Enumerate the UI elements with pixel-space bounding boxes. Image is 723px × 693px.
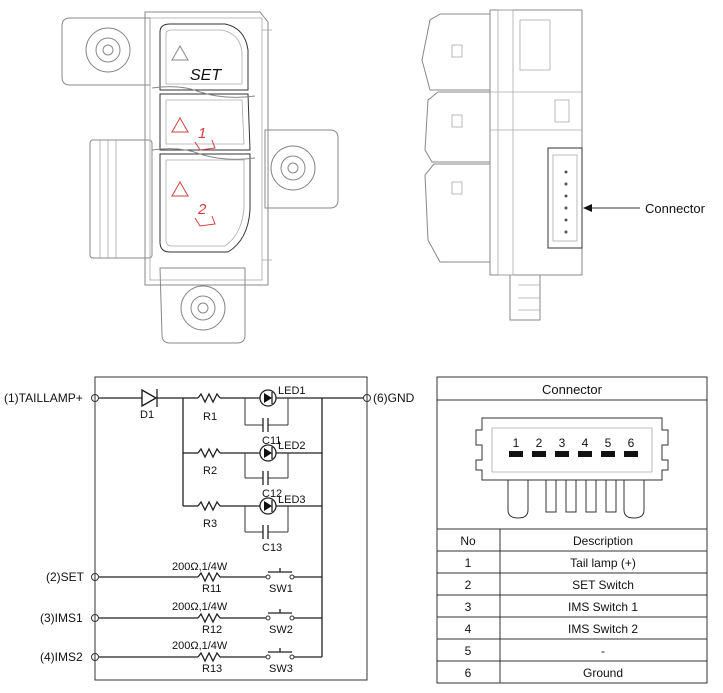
switch-label: SW2 <box>269 624 293 636</box>
connector-table-title: Connector <box>542 382 603 397</box>
connector-table: Connector 1 2 3 4 5 6 <box>436 376 708 684</box>
set-button-label: SET <box>190 67 222 84</box>
resistor-label: R2 <box>203 465 217 477</box>
port-label: (4)IMS2 <box>40 650 83 664</box>
resistor-rating: 200Ω,1/4W <box>172 640 228 652</box>
led-label: LED1 <box>278 385 306 397</box>
resistor-label: R12 <box>202 624 222 636</box>
table-cell-desc: - <box>601 644 605 658</box>
resistor-symbol <box>197 612 221 624</box>
table-cell-no: 6 <box>465 666 472 680</box>
table-cell-desc: IMS Switch 1 <box>568 600 638 614</box>
port-label: (1)TAILLAMP+ <box>4 391 83 405</box>
resistor-label: R1 <box>203 411 217 423</box>
led-label: LED3 <box>278 494 306 506</box>
pin-number: 6 <box>628 436 635 450</box>
table-cell-no: 1 <box>465 556 472 570</box>
pin-number: 3 <box>559 436 566 450</box>
resistor-rating: 200Ω,1/4W <box>172 601 228 613</box>
resistor-symbol <box>197 500 221 512</box>
seat-icon <box>194 215 216 227</box>
switch-label: SW3 <box>269 663 293 675</box>
switch-side-view: Connector <box>421 9 706 321</box>
table-cell-no: 4 <box>465 622 472 636</box>
resistor-label: R3 <box>203 518 217 530</box>
table-cell-desc: Tail lamp (+) <box>570 556 636 570</box>
capacitor-label: C11 <box>262 435 281 447</box>
port-label: (6)GND <box>373 391 415 405</box>
led-label: LED2 <box>278 440 306 452</box>
terminal-set <box>91 573 99 581</box>
circuit-diagram: (1)TAILLAMP+ (2)SET (3)IMS1 (4)IMS2 (6)G… <box>4 376 415 681</box>
mounting-screw-right <box>270 145 316 191</box>
resistor-label: R11 <box>202 583 221 595</box>
terminal-taillamp <box>91 394 99 402</box>
connector-callout-label: Connector <box>645 201 706 216</box>
resistor-symbol <box>197 651 221 663</box>
warning-icon <box>171 180 189 197</box>
port-label: (3)IMS1 <box>40 611 83 625</box>
terminal-ims2 <box>91 653 99 661</box>
resistor-symbol <box>197 571 221 583</box>
warning-icon <box>171 116 189 133</box>
table-cell-desc: Ground <box>583 666 623 680</box>
resistor-symbol <box>197 447 221 459</box>
memory-2-label: 2 <box>197 201 207 218</box>
switch-front-view: SET 1 2 <box>61 11 339 344</box>
port-label: (2)SET <box>46 570 85 584</box>
pin-number: 2 <box>536 436 543 450</box>
seat-icon <box>194 139 216 151</box>
mounting-screw-top-left <box>85 27 131 73</box>
resistor-rating: 200Ω,1/4W <box>172 561 228 573</box>
connector-pinout-drawing: 1 2 3 4 5 6 <box>475 417 669 519</box>
resistor-label: R13 <box>202 663 222 675</box>
table-cell-desc: IMS Switch 2 <box>568 622 638 636</box>
mounting-screw-bottom <box>180 285 226 331</box>
terminal-gnd <box>363 394 371 402</box>
diode-label: D1 <box>140 409 154 421</box>
table-header-no: No <box>460 534 476 548</box>
switch-label: SW1 <box>269 583 293 595</box>
resistor-symbol <box>197 392 221 404</box>
memory-1-label: 1 <box>198 125 206 142</box>
terminal-ims1 <box>91 614 99 622</box>
table-cell-no: 2 <box>465 578 472 592</box>
diode-symbol <box>141 388 158 408</box>
table-cell-desc: SET Switch <box>572 578 634 592</box>
capacitor-label: C12 <box>262 488 282 500</box>
pin-number: 4 <box>582 436 589 450</box>
pin-number: 1 <box>513 436 520 450</box>
table-cell-no: 3 <box>465 600 472 614</box>
table-cell-no: 5 <box>465 644 472 658</box>
capacitor-label: C13 <box>262 542 282 554</box>
pin-number: 5 <box>605 436 612 450</box>
table-header-description: Description <box>573 534 633 548</box>
